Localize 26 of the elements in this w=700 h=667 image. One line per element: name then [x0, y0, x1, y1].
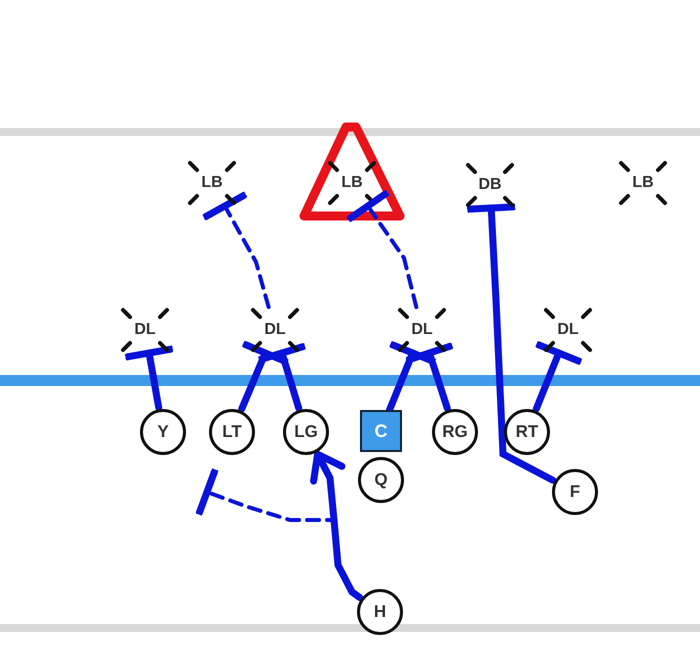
block-line [466, 203, 556, 484]
center-square: C [360, 410, 402, 452]
player-circle: LT [209, 409, 255, 455]
player-circle: LG [283, 409, 329, 455]
block-line [202, 192, 271, 309]
block-line [346, 190, 418, 309]
defender-mark: LB [187, 160, 237, 206]
player-circle: RG [432, 409, 478, 455]
player-circle: RT [504, 409, 550, 455]
defender-mark: LB [618, 160, 668, 206]
block-line [257, 343, 307, 412]
block-line [532, 341, 583, 412]
route-arrow [310, 450, 364, 601]
player-circle: H [357, 589, 403, 635]
player-circle: Y [140, 409, 186, 455]
defender-mark: DL [120, 307, 170, 353]
player-circle: F [552, 469, 598, 515]
block-line [124, 346, 174, 411]
block-line [238, 340, 290, 412]
block-line [404, 342, 454, 412]
defender-mark: DB [465, 162, 515, 208]
defender-mark: DL [397, 307, 447, 353]
defender-mark: LB [327, 160, 377, 206]
player-circle: Q [358, 457, 404, 503]
defender-mark: DL [250, 307, 300, 353]
defender-mark: DL [543, 307, 593, 353]
